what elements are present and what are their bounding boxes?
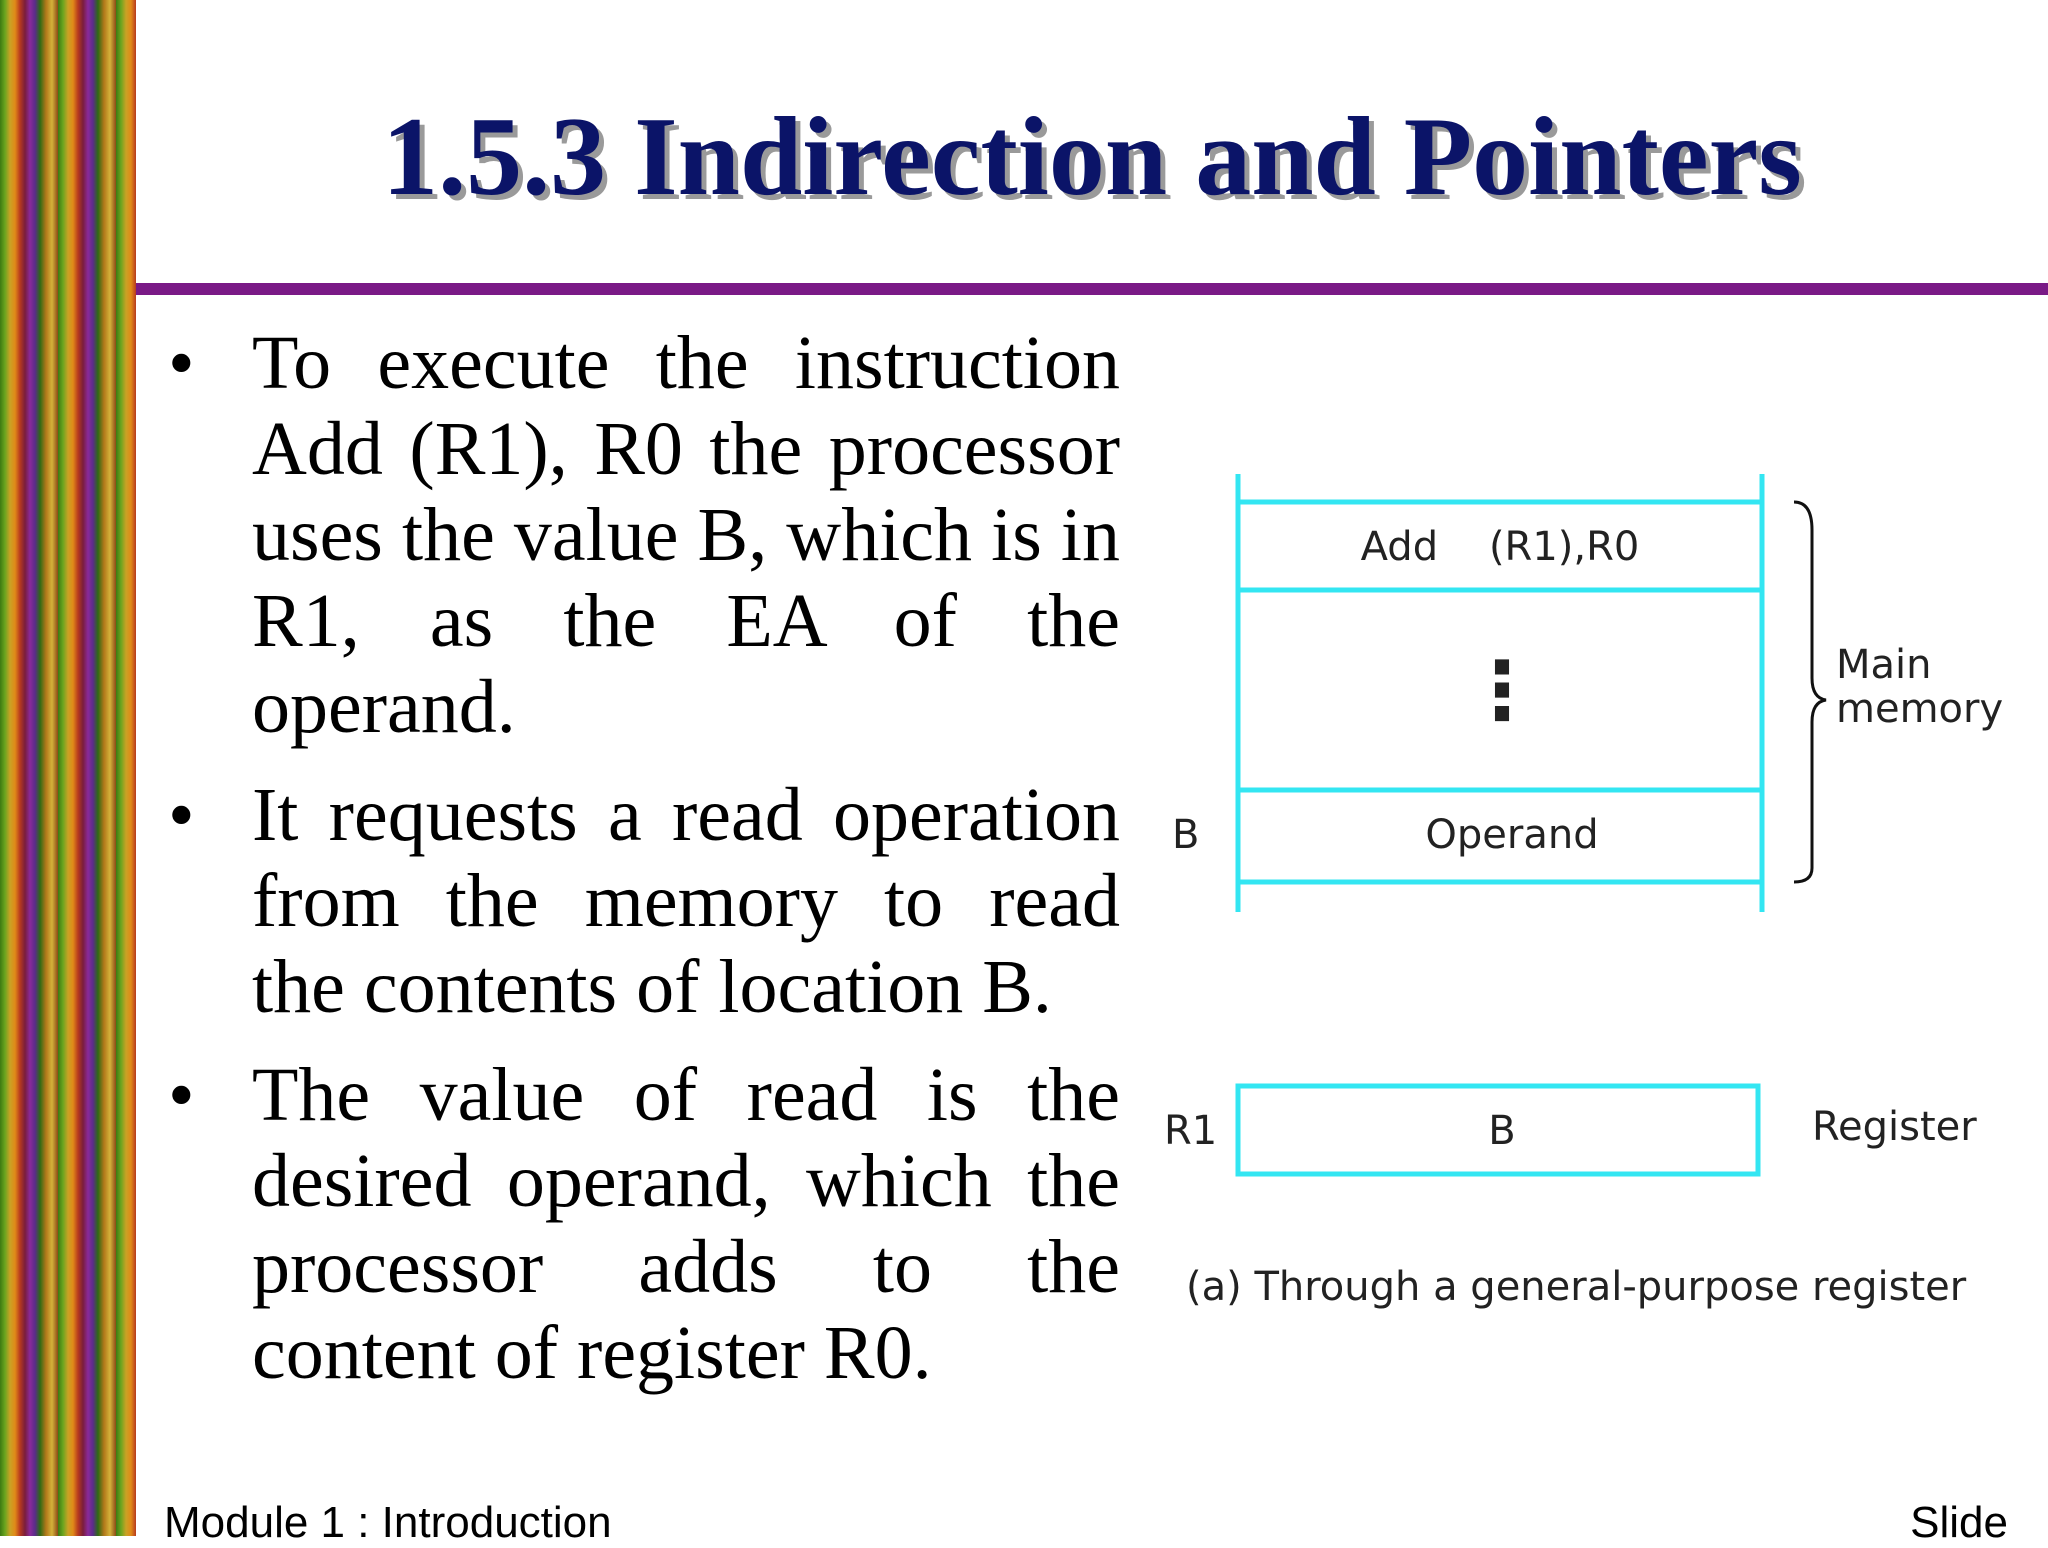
bullet-list: • To execute the instruction Add (R1), R… [168,320,1120,1418]
indirection-diagram: Add (R1),R0 ⋮ Operand B Main memory R1 B… [1164,474,2003,1310]
memory-instruction-text: Add (R1),R0 [1361,524,1640,570]
register-name: R1 [1164,1108,1217,1154]
decorative-stripe-bar [0,0,136,1536]
memory-label-line1: Main [1836,642,1932,688]
slide-title: 1.5.3 Indirection and Pointers [382,95,1802,219]
register-value: B [1488,1108,1515,1154]
title-divider [136,283,2048,295]
register-block: R1 B Register [1164,1083,1977,1177]
main-memory-brace: Main memory [1793,500,2003,884]
bullet-item: • It requests a read operation from the … [168,772,1120,1030]
footer-slide: Slide [1910,1498,2008,1547]
footer-module: Module 1 : Introduction [164,1498,612,1547]
memory-block: Add (R1),R0 ⋮ Operand B [1172,474,1765,912]
memory-ellipsis: ⋮ [1462,644,1542,737]
bullet-text: To execute the instruction Add (R1), R0 … [252,321,1120,749]
operand-text: Operand [1425,812,1598,858]
bullet-item: • The value of read is the desired opera… [168,1052,1120,1396]
bullet-dot: • [168,773,195,857]
bullet-text: The value of read is the desired operand… [252,1053,1120,1395]
bullet-dot: • [168,321,195,405]
bullet-item: • To execute the instruction Add (R1), R… [168,320,1120,750]
diagram-caption: (a) Through a general-purpose register [1186,1264,1967,1310]
address-label: B [1172,812,1199,858]
brace-icon [1793,500,1827,884]
register-box [1235,1083,1761,1177]
bullet-dot: • [168,1053,195,1137]
memory-label-line2: memory [1836,686,2003,732]
bullet-text: It requests a read operation from the me… [252,773,1120,1029]
register-label: Register [1812,1104,1977,1150]
